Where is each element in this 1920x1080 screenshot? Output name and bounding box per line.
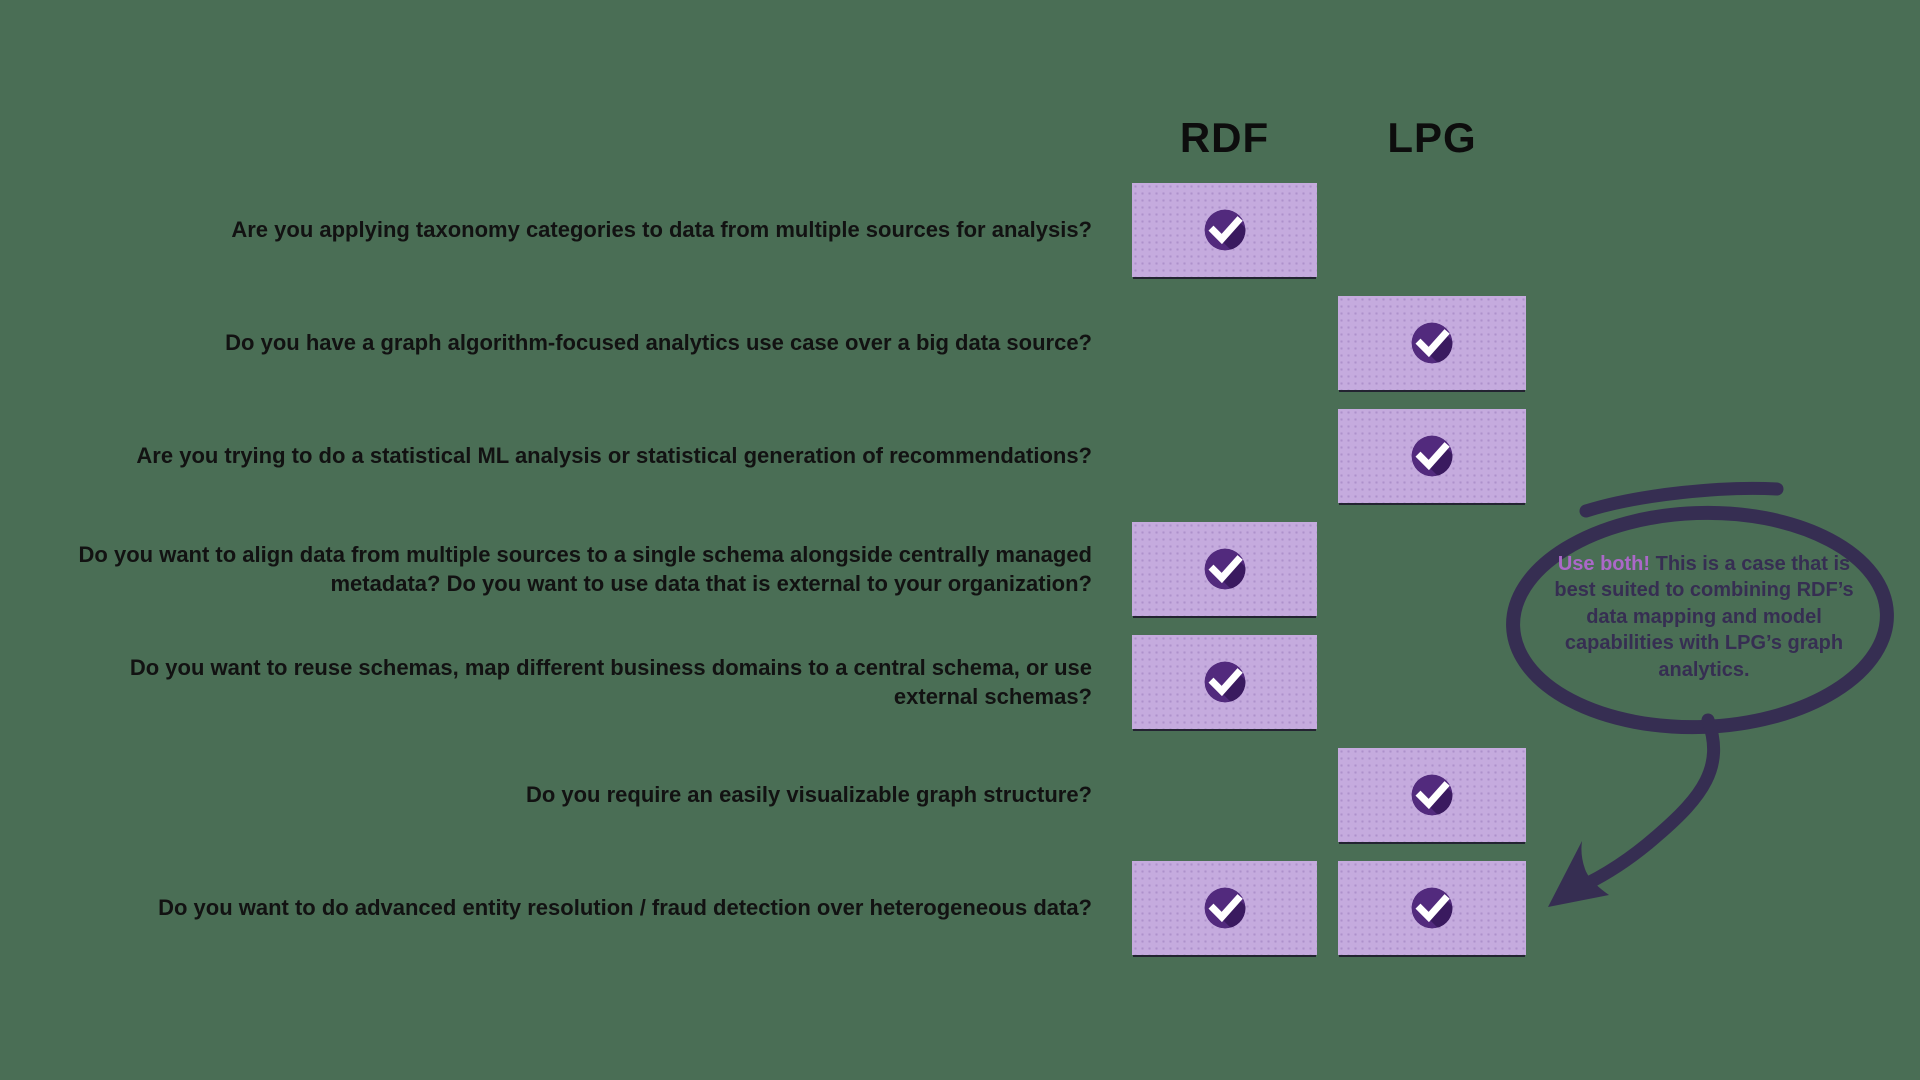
lpg-column-header: LPG xyxy=(1387,114,1477,161)
curved-arrow-icon xyxy=(1548,713,1721,907)
annotation-scribble xyxy=(1506,481,1894,907)
table-row: Do you want to do advanced entity resolu… xyxy=(40,861,1526,955)
table-row: Are you trying to do a statistical ML an… xyxy=(40,409,1526,503)
check-icon xyxy=(1411,774,1453,816)
check-icon xyxy=(1411,887,1453,929)
rdf-column-header: RDF xyxy=(1179,114,1270,161)
question-text: Are you applying taxonomy categories to … xyxy=(231,217,1092,243)
check-icon xyxy=(1204,661,1245,703)
question-text: Do you want to align data from multiple … xyxy=(78,541,1092,596)
rows: Are you applying taxonomy categories to … xyxy=(40,183,1526,955)
rdf-check-cell xyxy=(1132,183,1317,277)
table-row: Are you applying taxonomy categories to … xyxy=(40,183,1526,277)
rdf-check-cell xyxy=(1132,748,1317,842)
question-text: Do you have a graph algorithm-focused an… xyxy=(225,330,1092,356)
check-icon xyxy=(1204,887,1245,929)
rdf-check-cell xyxy=(1132,409,1317,503)
lpg-check-cell xyxy=(1338,183,1526,277)
table-row: Do you want to reuse schemas, map differ… xyxy=(40,635,1526,729)
rdf-check-cell xyxy=(1132,861,1317,955)
rdf-check-cell xyxy=(1132,522,1317,616)
annotation-bubble: Use both! This is a case that is best su… xyxy=(1537,551,1871,683)
annotation-body: This is a case that is best suited to co… xyxy=(1554,553,1854,681)
table-row: Do you require an easily visualizable gr… xyxy=(40,748,1526,842)
table-row: Do you want to align data from multiple … xyxy=(40,522,1526,616)
check-icon xyxy=(1411,322,1453,364)
lpg-check-cell xyxy=(1338,409,1526,503)
rdf-check-cell xyxy=(1132,635,1317,729)
question-text: Do you require an easily visualizable gr… xyxy=(525,782,1092,808)
check-icon xyxy=(1204,209,1245,251)
table-header: RDF LPG xyxy=(40,105,1526,183)
question-text: Do you want to do advanced entity resolu… xyxy=(158,895,1092,921)
lpg-check-cell xyxy=(1338,748,1526,842)
check-icon xyxy=(1204,548,1245,590)
annotation-highlight: Use both! xyxy=(1557,553,1651,575)
lpg-check-cell xyxy=(1338,296,1526,390)
comparison-table: RDF LPG Are you applying taxonomy catego… xyxy=(40,105,1526,974)
check-icon xyxy=(1411,435,1453,477)
table-row: Do you have a graph algorithm-focused an… xyxy=(40,296,1526,390)
question-text: Do you want to reuse schemas, map differ… xyxy=(129,654,1092,709)
question-text: Are you trying to do a statistical ML an… xyxy=(136,443,1092,469)
lpg-check-cell xyxy=(1338,861,1526,955)
rdf-check-cell xyxy=(1132,296,1317,390)
